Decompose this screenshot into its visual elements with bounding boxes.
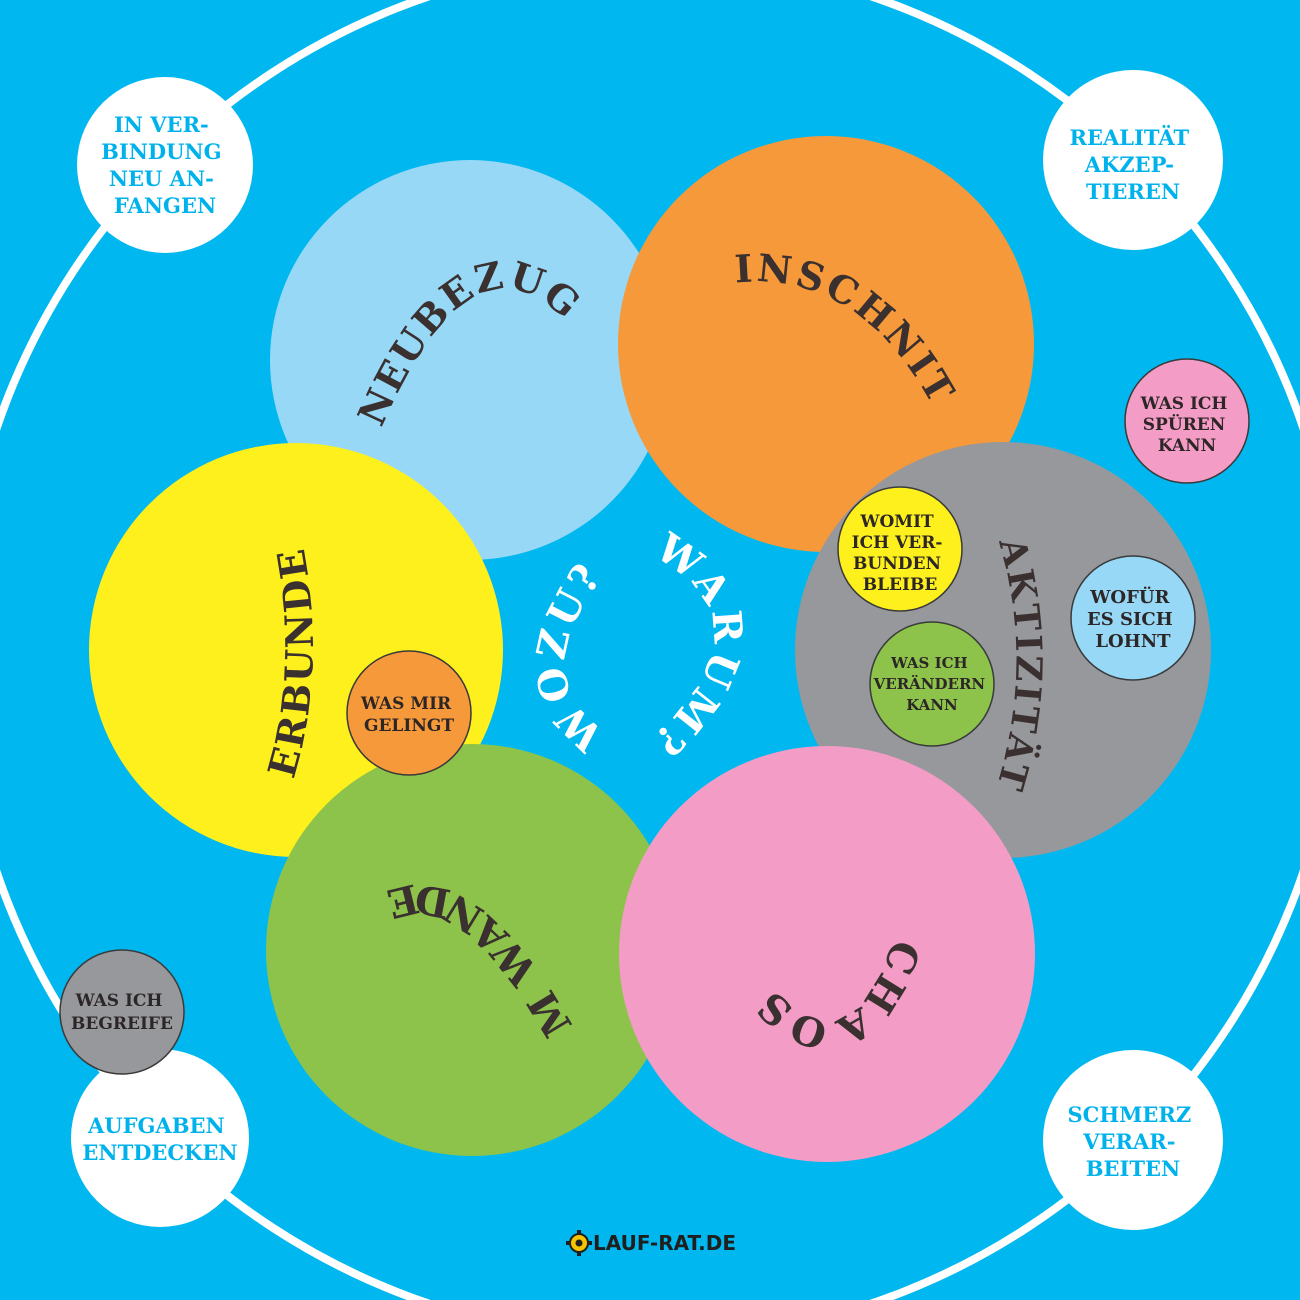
- corner-text-top-left: IN VER- BINDUNG NEU AN- FANGEN: [101, 112, 229, 218]
- corner-circle-top-left: [77, 77, 253, 253]
- corner-text-bottom-right: SCHMERZ VERAR- BEITEN: [1067, 1102, 1198, 1181]
- petal-im-wandel: [266, 744, 678, 1156]
- petal-einschnitt: [618, 136, 1034, 552]
- dot-text-wofuer-es-sich-lohnt: WOFÜR ES SICH LOHNT: [1087, 585, 1179, 652]
- dot-text-was-mir-gelingt: WAS MIR GELINGT: [360, 694, 457, 736]
- corner-circle-bottom-right: [1043, 1050, 1223, 1230]
- dot-text-was-ich-spueren-kann: WAS ICH SPÜREN KANN: [1140, 394, 1234, 456]
- dot-was-mir-gelingt: [346, 650, 472, 776]
- corner-text-top-right: REALITÄT AKZEP- TIEREN: [1070, 125, 1197, 204]
- corner-circle-top-right: [1043, 70, 1223, 250]
- dot-text-was-ich-veraendern-kann: WAS ICH VERÄNDERN KANN: [873, 654, 991, 714]
- corner-circle-bottom-left: [71, 1049, 249, 1227]
- dot-wofuer-es-sich-lohnt: [1070, 555, 1196, 681]
- dot-was-ich-begreife: [59, 949, 185, 1075]
- dot-text-was-ich-begreife: WAS ICH BEGREIFE: [71, 991, 173, 1034]
- brand-text: LAUF-RAT.DE: [593, 1231, 736, 1255]
- corner-text-bottom-left: AUFGABEN ENTDECKEN: [82, 1113, 237, 1165]
- dot-womit-ich-verbunden-bleibe: [837, 486, 963, 612]
- petal-chaos: [619, 746, 1035, 1162]
- dot-was-ich-veraendern-kann: [869, 621, 995, 747]
- brand-logo: LAUF-RAT.DE: [566, 1230, 736, 1256]
- gear-icon: [566, 1230, 592, 1256]
- dot-text-womit-ich-verbunden-bleibe: WOMIT ICH VER- BUNDEN BLEIBE: [852, 512, 949, 595]
- dot-was-ich-spueren-kann: [1124, 358, 1250, 484]
